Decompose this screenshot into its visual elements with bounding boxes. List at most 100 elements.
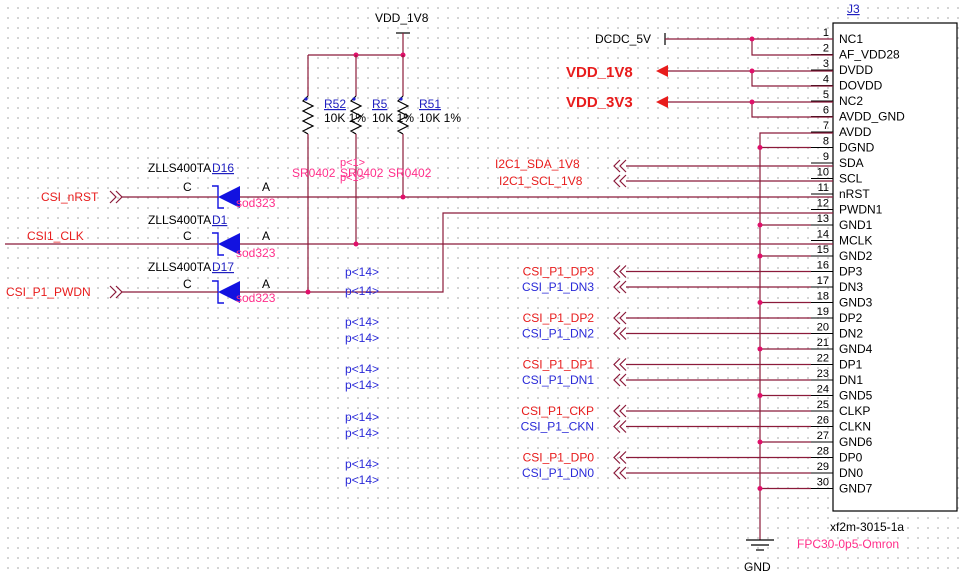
port-arrow (613, 358, 621, 371)
net-vdd-1v8[interactable]: VDD_1V8 (566, 64, 833, 87)
mipi-nets: CSI_P1_DP3CSI_P1_DN3CSI_P1_DP2CSI_P1_DN2… (521, 265, 811, 480)
pin-number: 26 (817, 415, 829, 427)
net-label[interactable]: CSI_P1_DP3 (523, 265, 595, 279)
pin-name: SCL (839, 172, 863, 186)
port-arrow (619, 451, 627, 464)
pin-name: NC2 (839, 94, 863, 108)
net-label[interactable]: CSI_P1_DP0 (523, 451, 595, 465)
resistor-ref[interactable]: R5 (372, 97, 388, 111)
pin-number: 8 (823, 136, 829, 148)
net-csi-p1-dn0[interactable]: CSI_P1_DN0 (522, 466, 811, 480)
connector-ref[interactable]: J3 (847, 2, 860, 16)
net-csi-p1-dn2[interactable]: CSI_P1_DN2 (522, 327, 811, 341)
vdd-3v3-flag[interactable]: VDD_3V3 (566, 94, 633, 111)
net-csi-p1-ckp[interactable]: CSI_P1_CKP (521, 404, 811, 418)
diode-d17[interactable]: ZLLS400TA D17 C A sod323 (148, 260, 276, 305)
resistor-r51[interactable]: R51 10K 1% SR0402 (388, 55, 461, 197)
pin1-dot (352, 97, 356, 101)
pin-number: 1 (823, 27, 829, 39)
port-arrow (613, 159, 621, 173)
port-arrow (619, 159, 627, 173)
pin-number: 20 (817, 322, 829, 334)
net-i2c-sda[interactable]: I2C1_SDA_1V8 (495, 157, 833, 173)
net-label[interactable]: CSI_P1_DN3 (522, 280, 594, 294)
diode-part: ZLLS400TA (148, 213, 211, 227)
net-label-i2c-scl[interactable]: I2C1_SCL_1V8 (499, 174, 583, 188)
net-label-csi-p1-pwdn[interactable]: CSI_P1_PWDN (6, 285, 91, 299)
port-arrow (613, 466, 621, 480)
net-label-csi-nrst[interactable]: CSI_nRST (41, 190, 99, 204)
page-ref: p<14> (345, 362, 379, 376)
pin1-dot (399, 97, 403, 101)
net-label[interactable]: CSI_P1_CKP (521, 404, 594, 418)
net-csi-p1-pwdn[interactable]: CSI_P1_PWDN p<14> p<14> (6, 212, 833, 299)
net-csi-p1-dp2[interactable]: CSI_P1_DP2 (523, 311, 811, 325)
page-ref: p<14> (345, 410, 379, 424)
net-csi-p1-dp3[interactable]: CSI_P1_DP3 (523, 265, 811, 279)
resistor-package: SR0402 (340, 166, 384, 180)
pin-name: DOVDD (839, 79, 883, 93)
port-arrow (619, 265, 627, 278)
net-dcdc-5v[interactable]: DCDC_5V (595, 32, 833, 56)
pin-name: GND5 (839, 389, 873, 403)
wire (751, 39, 833, 56)
port-arrow (109, 285, 117, 299)
vdd-1v8-flag[interactable]: VDD_1V8 (566, 64, 633, 81)
page-ref: p<14> (345, 378, 379, 392)
pin-number: 24 (817, 384, 829, 396)
net-csi-p1-dp1[interactable]: CSI_P1_DP1 (523, 358, 811, 372)
net-csi-p1-dn3[interactable]: CSI_P1_DN3 (522, 280, 811, 294)
net-label[interactable]: CSI_P1_DP1 (523, 358, 595, 372)
page-ref: p<14> (345, 426, 379, 440)
net-csi-p1-ckn[interactable]: CSI_P1_CKN (521, 420, 811, 434)
vdd-1v8-power-symbol: VDD_1V8 (375, 11, 429, 55)
resistor-r52[interactable]: R52 10K 1% SR0402 (292, 55, 366, 292)
resistor-ref[interactable]: R51 (419, 97, 441, 111)
pin-name: PWDN1 (839, 203, 883, 217)
pin-number: 11 (818, 182, 829, 194)
diode-ref[interactable]: D17 (212, 260, 234, 274)
wire (751, 71, 833, 87)
net-label[interactable]: CSI_P1_CKN (521, 420, 594, 434)
diode-ref[interactable]: D16 (212, 161, 234, 175)
page-ref: p<14> (345, 315, 379, 329)
power-flag-arrow (656, 96, 668, 108)
net-label[interactable]: CSI_P1_DN0 (522, 466, 594, 480)
pin-number: 13 (817, 213, 829, 225)
resistor-zigzag (349, 95, 363, 135)
port-arrow (619, 358, 627, 371)
diode-part: ZLLS400TA (148, 161, 211, 175)
resistor-zigzag (396, 95, 410, 135)
net-csi-p1-dp0[interactable]: CSI_P1_DP0 (523, 451, 811, 465)
net-i2c-scl[interactable]: I2C1_SCL_1V8 (499, 174, 833, 188)
net-csi1-clk[interactable]: CSI1_CLK (5, 229, 833, 247)
diode-ref[interactable]: D1 (212, 213, 228, 227)
net-vdd-3v3[interactable]: VDD_3V3 (566, 94, 833, 118)
pin-name: GND7 (839, 482, 873, 496)
junction (757, 486, 763, 491)
net-label-i2c-sda[interactable]: I2C1_SDA_1V8 (495, 157, 580, 171)
resistor-ref[interactable]: R52 (324, 97, 346, 111)
net-label[interactable]: CSI_P1_DN1 (522, 373, 594, 387)
resistor-r5[interactable]: R5 10K 1% SR0402 (340, 55, 414, 244)
port-arrow (613, 451, 621, 464)
port-arrow (619, 404, 627, 418)
diode-package: sod323 (236, 291, 276, 305)
junction (757, 393, 763, 398)
sda-page-ref: p<1> (340, 157, 365, 169)
net-label-csi1-clk[interactable]: CSI1_CLK (27, 229, 84, 243)
dcdc-5v-label[interactable]: DCDC_5V (595, 32, 651, 46)
diode-d16[interactable]: ZLLS400TA D16 C A sod323 (148, 161, 276, 210)
net-csi-p1-dn1[interactable]: CSI_P1_DN1 (522, 373, 811, 387)
diode-d1[interactable]: ZLLS400TA D1 C A sod323 (148, 213, 276, 260)
port-arrow (619, 174, 627, 188)
pin-name: nRST (839, 187, 870, 201)
vdd-1v8-top-label: VDD_1V8 (375, 11, 429, 25)
net-csi-nrst[interactable]: CSI_nRST (41, 190, 833, 204)
pin-number: 6 (823, 105, 829, 117)
port-arrow (109, 190, 117, 204)
net-label[interactable]: CSI_P1_DN2 (522, 327, 594, 341)
net-label[interactable]: CSI_P1_DP2 (523, 311, 595, 325)
